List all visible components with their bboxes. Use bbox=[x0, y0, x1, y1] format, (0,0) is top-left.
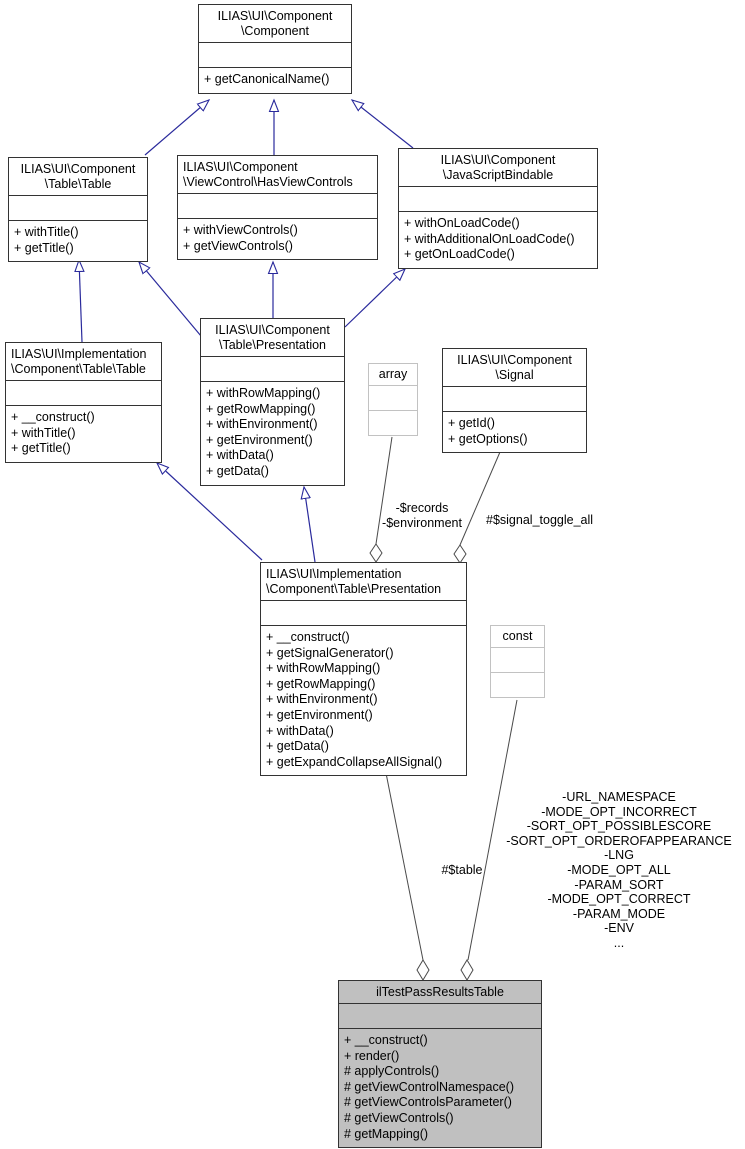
edge-inheritance-implpresentation-presentation bbox=[304, 487, 316, 563]
method: + withTitle() bbox=[11, 425, 76, 440]
method: + withData() bbox=[206, 448, 274, 463]
edge-label-table: #$table bbox=[441, 863, 483, 877]
aggregation-diamond-const bbox=[460, 959, 474, 981]
edge-label-records-environment: -$records -$environment bbox=[382, 501, 462, 530]
class-title: ILIAS\UI\Component \Component bbox=[199, 5, 351, 43]
class-attrs-empty bbox=[201, 357, 344, 382]
node-title: array bbox=[369, 364, 417, 386]
method: + __construct() bbox=[344, 1033, 428, 1047]
node-band-empty bbox=[491, 672, 544, 697]
method: + getRowMapping() bbox=[266, 676, 376, 691]
class-attrs-empty bbox=[9, 196, 147, 221]
class-title: ILIAS\UI\Component \Table\Presentation bbox=[201, 319, 344, 357]
method: + withOnLoadCode() bbox=[404, 216, 520, 230]
class-box-impl-table-table[interactable]: ILIAS\UI\Implementation \Component\Table… bbox=[5, 342, 162, 463]
class-box-hasviewcontrols[interactable]: ILIAS\UI\Component \ViewControl\HasViewC… bbox=[177, 155, 378, 261]
edge-inheritance-tabletable-component bbox=[144, 100, 209, 156]
edge-aggregation-signal-implpresentation bbox=[459, 451, 501, 546]
method: + getRowMapping() bbox=[206, 401, 316, 416]
class-box-signal[interactable]: ILIAS\UI\Component \Signal + getId() + g… bbox=[442, 348, 587, 454]
method: + getSignalGenerator() bbox=[266, 645, 394, 660]
class-box-impl-presentation[interactable]: ILIAS\UI\Implementation \Component\Table… bbox=[260, 562, 467, 777]
method: + withEnvironment() bbox=[206, 417, 318, 432]
node-box-array: array bbox=[368, 363, 418, 436]
edge-inheritance-presentation-javascriptbindable bbox=[344, 269, 405, 328]
class-methods: + __construct() + render() # applyContro… bbox=[339, 1029, 541, 1147]
aggregation-diamond-signal bbox=[453, 544, 467, 564]
class-attrs-empty bbox=[443, 387, 586, 412]
class-box-component[interactable]: ILIAS\UI\Component \Component + getCanon… bbox=[198, 4, 352, 94]
class-title: ilTestPassResultsTable bbox=[339, 981, 541, 1004]
method: + getTitle() bbox=[14, 240, 74, 255]
class-attrs-empty bbox=[178, 194, 377, 219]
method: # getViewControlsParameter() bbox=[344, 1095, 512, 1110]
method: + withAdditionalOnLoadCode() bbox=[404, 231, 575, 246]
method: # getViewControlNamespace() bbox=[344, 1079, 514, 1094]
method: + withData() bbox=[266, 723, 334, 738]
class-box-presentation[interactable]: ILIAS\UI\Component \Table\Presentation +… bbox=[200, 318, 345, 486]
node-box-const: const bbox=[490, 625, 545, 698]
method: + getId() bbox=[448, 416, 495, 430]
method: + getEnvironment() bbox=[206, 432, 313, 447]
edge-inheritance-javascriptbindable-component bbox=[352, 100, 414, 149]
edge-aggregation-const-testtable bbox=[467, 699, 518, 961]
aggregation-diamond-records bbox=[369, 543, 383, 563]
class-attrs-empty bbox=[399, 187, 597, 212]
class-title: ILIAS\UI\Component \Signal bbox=[443, 349, 586, 387]
edge-label-signal-toggle-all: #$signal_toggle_all bbox=[486, 513, 594, 527]
method: + withViewControls() bbox=[183, 223, 298, 237]
class-attrs-empty bbox=[261, 601, 466, 626]
class-title: ILIAS\UI\Component \JavaScriptBindable bbox=[399, 149, 597, 187]
method: + __construct() bbox=[11, 410, 95, 424]
node-title: const bbox=[491, 626, 544, 648]
edge-inheritance-presentation-tabletable bbox=[139, 262, 202, 337]
class-attrs-empty bbox=[199, 43, 351, 68]
class-box-iltestpassresultstable[interactable]: ilTestPassResultsTable + __construct() +… bbox=[338, 980, 542, 1149]
class-box-table-table[interactable]: ILIAS\UI\Component \Table\Table + withTi… bbox=[8, 157, 148, 263]
class-box-javascriptbindable[interactable]: ILIAS\UI\Component \JavaScriptBindable +… bbox=[398, 148, 598, 269]
class-methods: + __construct() + withTitle() + getTitle… bbox=[6, 406, 161, 462]
class-title: ILIAS\UI\Component \Table\Table bbox=[9, 158, 147, 196]
method: + __construct() bbox=[266, 630, 350, 644]
method: + getTitle() bbox=[11, 441, 71, 456]
method: + withTitle() bbox=[14, 225, 79, 239]
edge-label-constants: -URL_NAMESPACE -MODE_OPT_INCORRECT -SORT… bbox=[506, 790, 732, 950]
class-methods: + getCanonicalName() bbox=[199, 68, 351, 93]
method: + getData() bbox=[206, 463, 269, 478]
class-attrs-empty bbox=[6, 381, 161, 406]
node-band-empty bbox=[369, 386, 417, 410]
method: + withRowMapping() bbox=[266, 661, 381, 676]
class-methods: + getId() + getOptions() bbox=[443, 412, 586, 452]
method: + getCanonicalName() bbox=[204, 72, 330, 86]
class-title: ILIAS\UI\Implementation \Component\Table… bbox=[6, 343, 161, 381]
method: + getEnvironment() bbox=[266, 707, 373, 722]
method: + getData() bbox=[266, 739, 329, 754]
method: + getOptions() bbox=[448, 431, 528, 446]
class-methods: + withOnLoadCode() + withAdditionalOnLoa… bbox=[399, 212, 597, 268]
aggregation-diamond-table bbox=[416, 959, 430, 981]
class-methods: + withViewControls() + getViewControls() bbox=[178, 219, 377, 259]
method: + getOnLoadCode() bbox=[404, 247, 515, 262]
class-attrs-empty bbox=[339, 1004, 541, 1029]
class-title: ILIAS\UI\Component \ViewControl\HasViewC… bbox=[178, 156, 377, 194]
method: # applyControls() bbox=[344, 1064, 440, 1079]
class-methods: + withRowMapping() + getRowMapping() + w… bbox=[201, 382, 344, 485]
method: + getExpandCollapseAllSignal() bbox=[266, 754, 443, 769]
edge-aggregation-array-implpresentation bbox=[375, 436, 393, 545]
method: + withRowMapping() bbox=[206, 386, 321, 400]
edge-inheritance-impltable-tabletable bbox=[79, 260, 82, 343]
method: # getMapping() bbox=[344, 1126, 429, 1141]
method: # getViewControls() bbox=[344, 1110, 454, 1125]
method: + getViewControls() bbox=[183, 238, 293, 253]
edge-aggregation-implpresentation-testtable bbox=[384, 767, 424, 961]
method: + withEnvironment() bbox=[266, 692, 378, 707]
node-band-empty bbox=[491, 648, 544, 672]
node-band-empty bbox=[369, 410, 417, 435]
class-title: ILIAS\UI\Implementation \Component\Table… bbox=[261, 563, 466, 601]
edge-inheritance-implpresentation-impltable bbox=[157, 463, 263, 561]
method: + render() bbox=[344, 1048, 400, 1063]
class-methods: + withTitle() + getTitle() bbox=[9, 221, 147, 261]
class-methods: + __construct() + getSignalGenerator() +… bbox=[261, 626, 466, 775]
